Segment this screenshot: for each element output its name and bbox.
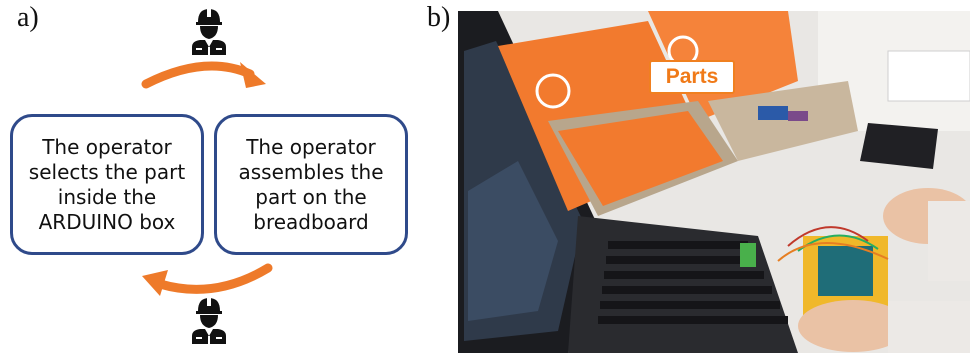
operator-icon-bottom (191, 296, 227, 345)
arrow-top (141, 61, 255, 89)
arrow-bottom (155, 263, 273, 294)
arrow-top-head (240, 62, 266, 88)
step-assemble-part-box: The operator assembles the part on the b… (214, 114, 408, 255)
step-assemble-part-text: The operator assembles the part on the b… (238, 134, 384, 234)
parts-label: Parts (649, 60, 735, 94)
arrow-bottom-head (142, 270, 168, 296)
operator-icon-top (191, 7, 227, 56)
panel-a-label: a) (17, 2, 39, 33)
step-select-part-box: The operator selects the part inside the… (10, 114, 204, 255)
step-select-part-text: The operator selects the part inside the… (28, 134, 186, 234)
panel-b-label: b) (427, 2, 451, 33)
cycle-diagram (141, 7, 273, 345)
